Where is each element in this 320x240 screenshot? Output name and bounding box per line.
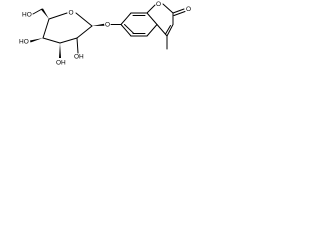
glycosidic-oxygen-label: O xyxy=(105,22,110,29)
hydroxyl-c3-label: OH xyxy=(56,60,66,67)
molecule-structure: O HO HO OH OH O O O xyxy=(19,1,191,67)
hydroxyl-c4-label: HO xyxy=(19,39,29,46)
carbonyl-group xyxy=(172,8,186,16)
glucose-hydroxyls xyxy=(30,37,79,58)
carbonyl-oxygen-label: O xyxy=(186,6,191,13)
ring-oxygen-glucose-label: O xyxy=(69,10,74,17)
glucose-ring xyxy=(42,12,93,44)
coumarin-benzene-ring xyxy=(120,12,158,37)
hydroxyl-c2-label: OH xyxy=(74,54,84,61)
coumarin-pyranone-ring xyxy=(146,3,174,37)
ring-oxygen-coumarin-label: O xyxy=(156,1,161,8)
glycosidic-linkage xyxy=(92,23,122,26)
hydroxymethyl-label: HO xyxy=(22,12,32,19)
hydroxymethyl-group xyxy=(32,8,49,19)
